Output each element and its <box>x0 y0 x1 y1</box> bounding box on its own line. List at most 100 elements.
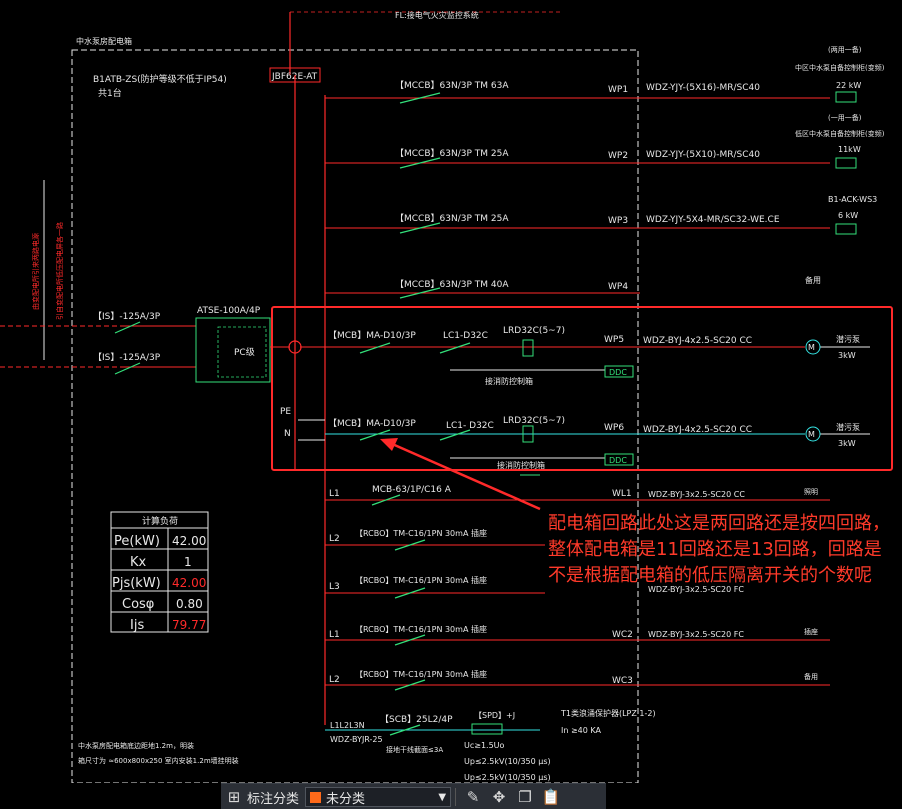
svg-text:插座: 插座 <box>804 627 818 636</box>
lighting-circuits: L1 MCB-63/1P/C16 A WL1 WDZ-BYJ-3x2.5-SC2… <box>325 485 830 691</box>
svg-text:LRD32C(5~7): LRD32C(5~7) <box>503 326 565 336</box>
svg-text:79.77: 79.77 <box>172 618 206 632</box>
svg-text:LC1- D32C: LC1- D32C <box>446 421 494 431</box>
svg-text:WDZ-BYJ-4x2.5-SC20 CC: WDZ-BYJ-4x2.5-SC20 CC <box>643 425 752 435</box>
breaker-a: 【IS】-125A/3P <box>93 311 161 322</box>
edit-icon[interactable]: ✎ <box>466 788 480 806</box>
ats-box-label: PC级 <box>234 346 255 358</box>
svg-text:L1: L1 <box>329 630 340 640</box>
svg-text:LC1-D32C: LC1-D32C <box>443 331 488 341</box>
bottom-note-1: 中水泵房配电箱底边距地1.2m，明装 <box>78 741 194 750</box>
svg-text:Up≤2.5kV(10/350 μs): Up≤2.5kV(10/350 μs) <box>464 773 551 782</box>
svg-text:42.00: 42.00 <box>172 576 206 590</box>
highlight-box <box>271 306 893 471</box>
schematic-diagram: FL:接电气火灾监控系统 中水泵房配电箱 B1ATB-ZS(防护等级不低于IP5… <box>0 10 893 783</box>
svg-text:备用: 备用 <box>804 672 818 681</box>
svg-text:Cosφ: Cosφ <box>122 597 154 612</box>
svg-text:L3: L3 <box>329 582 340 592</box>
svg-text:3kW: 3kW <box>838 439 856 448</box>
svg-text:【SPD】+J: 【SPD】+J <box>474 711 515 720</box>
circuit-wp4: 【MCCB】63N/3P TM 40A WP4 备用 <box>325 275 821 299</box>
circuit-wp2: 【MCCB】63N/3P TM 25A WP2 WDZ-YJY-(5X10)-M… <box>325 113 885 169</box>
svg-text:接消防控制箱: 接消防控制箱 <box>497 460 545 470</box>
svg-text:WDZ-YJY-5X4-MR/SC32-WE.CE: WDZ-YJY-5X4-MR/SC32-WE.CE <box>646 215 780 225</box>
svg-text:T1类浪涌保护器(LPZ 1-2): T1类浪涌保护器(LPZ 1-2) <box>560 708 656 718</box>
annotation-text: 配电箱回路此处这是两回路还是按四回路，整体配电箱是11回路还是13回路，回路是不… <box>548 513 890 586</box>
circuit-wp1: 【MCCB】63N/3P TM 63A WP1 WDZ-YJY-(5X16)-M… <box>325 45 885 104</box>
spd-section: L1L2L3N WDZ-BYJR-25 【SCB】25L2/4P 【SPD】+J… <box>325 708 656 782</box>
annotation-toolbar: ⊞ 标注分类 未分类 ▼ ✎ ✥ ❐ 📋 <box>221 783 606 809</box>
paste-icon[interactable]: 📋 <box>541 788 561 806</box>
grid-icon[interactable]: ⊞ <box>227 788 241 806</box>
svg-text:L1L2L3N: L1L2L3N <box>330 721 365 730</box>
category-value: 未分类 <box>326 791 366 807</box>
svg-text:42.00: 42.00 <box>172 534 206 548</box>
circuit-wp6: 【MCB】MA-D10/3P LC1- D32C LRD32C(5~7) WP6… <box>325 416 870 476</box>
svg-text:LRD32C(5~7): LRD32C(5~7) <box>503 416 565 426</box>
svg-text:中区中水泵自备控制柜(变频): 中区中水泵自备控制柜(变频) <box>795 63 885 72</box>
svg-text:DDC: DDC <box>609 368 627 377</box>
category-select[interactable]: 未分类 ▼ <box>305 787 452 807</box>
svg-text:【RCBO】TM-C16/1PN 30mA 插座: 【RCBO】TM-C16/1PN 30mA 插座 <box>355 624 487 634</box>
svg-text:M: M <box>808 343 815 352</box>
svg-text:WP3: WP3 <box>608 216 628 226</box>
svg-text:L2: L2 <box>329 675 340 685</box>
svg-text:Up≤2.5kV(10/350 μs): Up≤2.5kV(10/350 μs) <box>464 757 551 766</box>
svg-text:【SCB】25L2/4P: 【SCB】25L2/4P <box>380 714 453 725</box>
svg-text:照明: 照明 <box>804 488 818 496</box>
svg-text:WDZ-YJY-(5X10)-MR/SC40: WDZ-YJY-(5X10)-MR/SC40 <box>646 150 760 160</box>
svg-text:【MCCB】63N/3P TM 25A: 【MCCB】63N/3P TM 25A <box>395 148 509 159</box>
svg-text:L1: L1 <box>329 489 340 499</box>
svg-text:WP4: WP4 <box>608 282 628 292</box>
svg-text:11kW: 11kW <box>838 145 861 154</box>
enclosure <box>71 49 639 783</box>
svg-text:WDZ-YJY-(5X16)-MR/SC40: WDZ-YJY-(5X16)-MR/SC40 <box>646 83 760 93</box>
calc-title: 计算负荷 <box>142 515 178 527</box>
move-icon[interactable]: ✥ <box>492 788 506 806</box>
svg-text:WDZ-BYJ-3x2.5-SC20 CC: WDZ-BYJ-3x2.5-SC20 CC <box>648 490 745 499</box>
svg-text:WDZ-BYJR-25: WDZ-BYJR-25 <box>330 735 383 744</box>
circuit-wp5: 【MCB】MA-D10/3P LC1-D32C LRD32C(5~7) WP5 … <box>325 326 870 386</box>
calc-table: 计算负荷 Pe(kW) 42.00 Kx 1 Pjs(kW) 42.00 Cos… <box>110 511 209 633</box>
svg-text:MCB-63/1P/C16 A: MCB-63/1P/C16 A <box>372 485 452 495</box>
panel-id: B1ATB-ZS(防护等级不低于IP54) <box>93 73 227 85</box>
svg-text:(一用一备): (一用一备) <box>828 113 862 122</box>
svg-text:WP6: WP6 <box>604 423 624 433</box>
n-label: N <box>284 429 291 439</box>
annotation-arrow <box>389 441 541 511</box>
svg-text:WC2: WC2 <box>612 630 633 640</box>
svg-text:6 kW: 6 kW <box>838 211 858 220</box>
svg-text:潜污泵: 潜污泵 <box>836 422 860 432</box>
ats-label: ATSE-100A/4P <box>197 306 261 316</box>
svg-text:低区中水泵自备控制柜(变频): 低区中水泵自备控制柜(变频) <box>795 129 885 138</box>
svg-text:WP5: WP5 <box>604 335 624 345</box>
svg-text:潜污泵: 潜污泵 <box>836 334 860 344</box>
svg-text:【MCCB】63N/3P TM 63A: 【MCCB】63N/3P TM 63A <box>395 80 509 91</box>
svg-text:WL1: WL1 <box>612 489 632 499</box>
svg-text:【MCCB】63N/3P TM 25A: 【MCCB】63N/3P TM 25A <box>395 213 509 224</box>
svg-text:WDZ-BYJ-4x2.5-SC20 CC: WDZ-BYJ-4x2.5-SC20 CC <box>643 336 752 346</box>
panel-sub: 共1台 <box>98 87 122 99</box>
fl-label: FL:接电气火灾监控系统 <box>395 10 479 20</box>
svg-text:【MCB】MA-D10/3P: 【MCB】MA-D10/3P <box>328 418 416 429</box>
svg-text:Pjs(kW): Pjs(kW) <box>112 576 161 591</box>
vertical-note-2: 引自变配电所低压配电屏各一路 <box>55 222 64 320</box>
svg-text:B1-ACK-WS3: B1-ACK-WS3 <box>828 195 877 204</box>
chevron-down-icon: ▼ <box>438 791 447 803</box>
svg-text:【MCB】MA-D10/3P: 【MCB】MA-D10/3P <box>328 330 416 341</box>
pe-label: PE <box>280 407 291 417</box>
svg-text:WDZ-BYJ-3x2.5-SC20 FC: WDZ-BYJ-3x2.5-SC20 FC <box>648 585 744 594</box>
category-swatch <box>310 791 322 803</box>
copy-icon[interactable]: ❐ <box>518 788 532 806</box>
svg-text:接地干线截面≤3A: 接地干线截面≤3A <box>386 745 443 754</box>
svg-text:0.80: 0.80 <box>176 597 203 611</box>
toolbar-label: 标注分类 <box>247 791 300 807</box>
svg-text:接消防控制箱: 接消防控制箱 <box>485 376 533 386</box>
bottom-note-2: 箱尺寸为 ≈600x800x250 室内安装1.2m墙挂明装 <box>78 756 239 765</box>
svg-text:Pe(kW): Pe(kW) <box>114 534 160 549</box>
meter-label: JBF62E-AT <box>271 72 318 82</box>
svg-text:3kW: 3kW <box>838 351 856 360</box>
svg-text:【RCBO】TM-C16/1PN 30mA 插座: 【RCBO】TM-C16/1PN 30mA 插座 <box>355 575 487 585</box>
svg-text:WP1: WP1 <box>608 85 628 95</box>
